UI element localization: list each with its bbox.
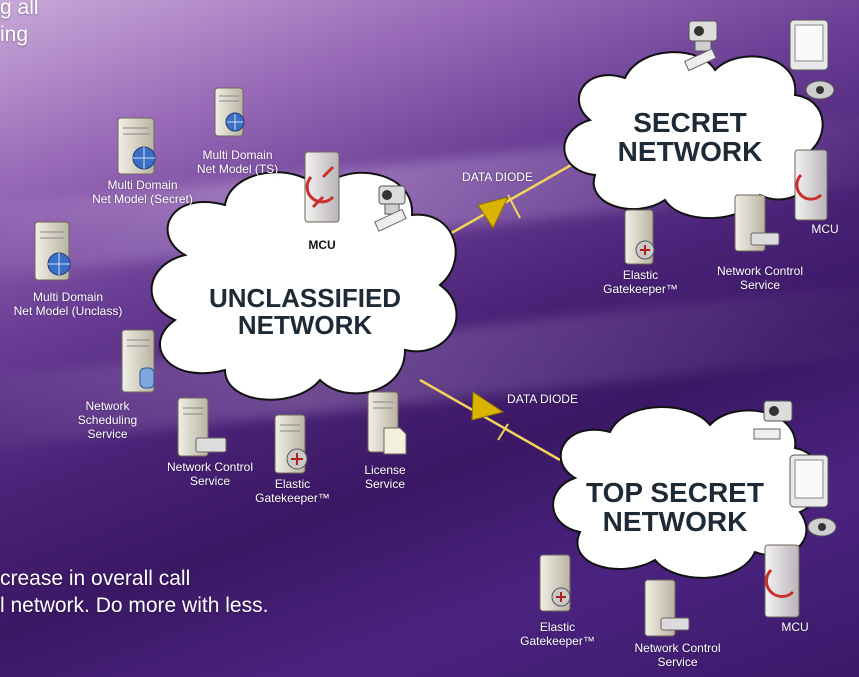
network-control-server-icon xyxy=(734,194,780,252)
mcu-icon xyxy=(304,151,340,223)
network-control-server-icon xyxy=(644,579,690,637)
scheduling-server-icon xyxy=(121,329,155,393)
network-control-server-icon xyxy=(177,397,227,457)
data-diode-bottom-label: DATA DIODE xyxy=(507,392,578,406)
elastic-gatekeeper-label: Elastic Gatekeeper™ xyxy=(603,268,678,296)
footer-text-fragment: crease in overall call l network. Do mor… xyxy=(0,567,269,617)
topsecret-cloud xyxy=(552,406,823,579)
monitor-icon xyxy=(789,19,835,100)
unclassified-network-title: UNCLASSIFIED NETWORK xyxy=(208,283,402,341)
gatekeeper-server-icon xyxy=(274,414,308,474)
server-globe-icon xyxy=(34,221,71,281)
network-control-service-label: Network Control Service xyxy=(634,641,721,669)
network-control-service-label: Network Control Service xyxy=(166,460,254,488)
mcu-icon xyxy=(764,544,800,618)
secret-network-title: SECRET NETWORK xyxy=(617,107,763,168)
multi-domain-secret-label: Multi Domain Net Model (Secret) xyxy=(92,178,193,206)
multi-domain-unclass-label: Multi Domain Net Model (Unclass) xyxy=(13,290,123,318)
topsecret-network-title: TOP SECRET NETWORK xyxy=(586,477,764,538)
elastic-gatekeeper-label: Elastic Gatekeeper™ xyxy=(520,620,595,648)
gatekeeper-server-icon xyxy=(624,209,655,265)
scheduling-service-label: Network Scheduling Service xyxy=(77,399,138,441)
data-diode-top-label: DATA DIODE xyxy=(462,170,533,184)
video-camera-icon xyxy=(374,185,407,232)
license-server-icon xyxy=(367,391,407,455)
data-diode-top-icon xyxy=(477,196,509,230)
header-text-fragment: g all ing xyxy=(0,0,39,46)
monitor-icon xyxy=(789,454,837,537)
mcu-label: MCU xyxy=(308,238,336,252)
mcu-label: MCU xyxy=(781,620,809,634)
gatekeeper-server-icon xyxy=(539,554,571,612)
server-globe-icon xyxy=(117,117,156,175)
elastic-gatekeeper-label: Elastic Gatekeeper™ xyxy=(255,477,330,505)
multi-domain-ts-label: Multi Domain Net Model (TS) xyxy=(196,148,279,176)
video-camera-icon xyxy=(683,20,718,72)
network-control-service-label: Network Control Service xyxy=(716,264,804,292)
data-diode-bottom-icon xyxy=(471,391,505,421)
video-camera-icon xyxy=(753,400,793,440)
server-globe-icon xyxy=(214,87,245,137)
mcu-icon xyxy=(794,149,828,221)
link-unclass-topsecret xyxy=(419,378,561,462)
license-service-label: License Service xyxy=(364,463,406,491)
mcu-label: MCU xyxy=(811,222,839,236)
